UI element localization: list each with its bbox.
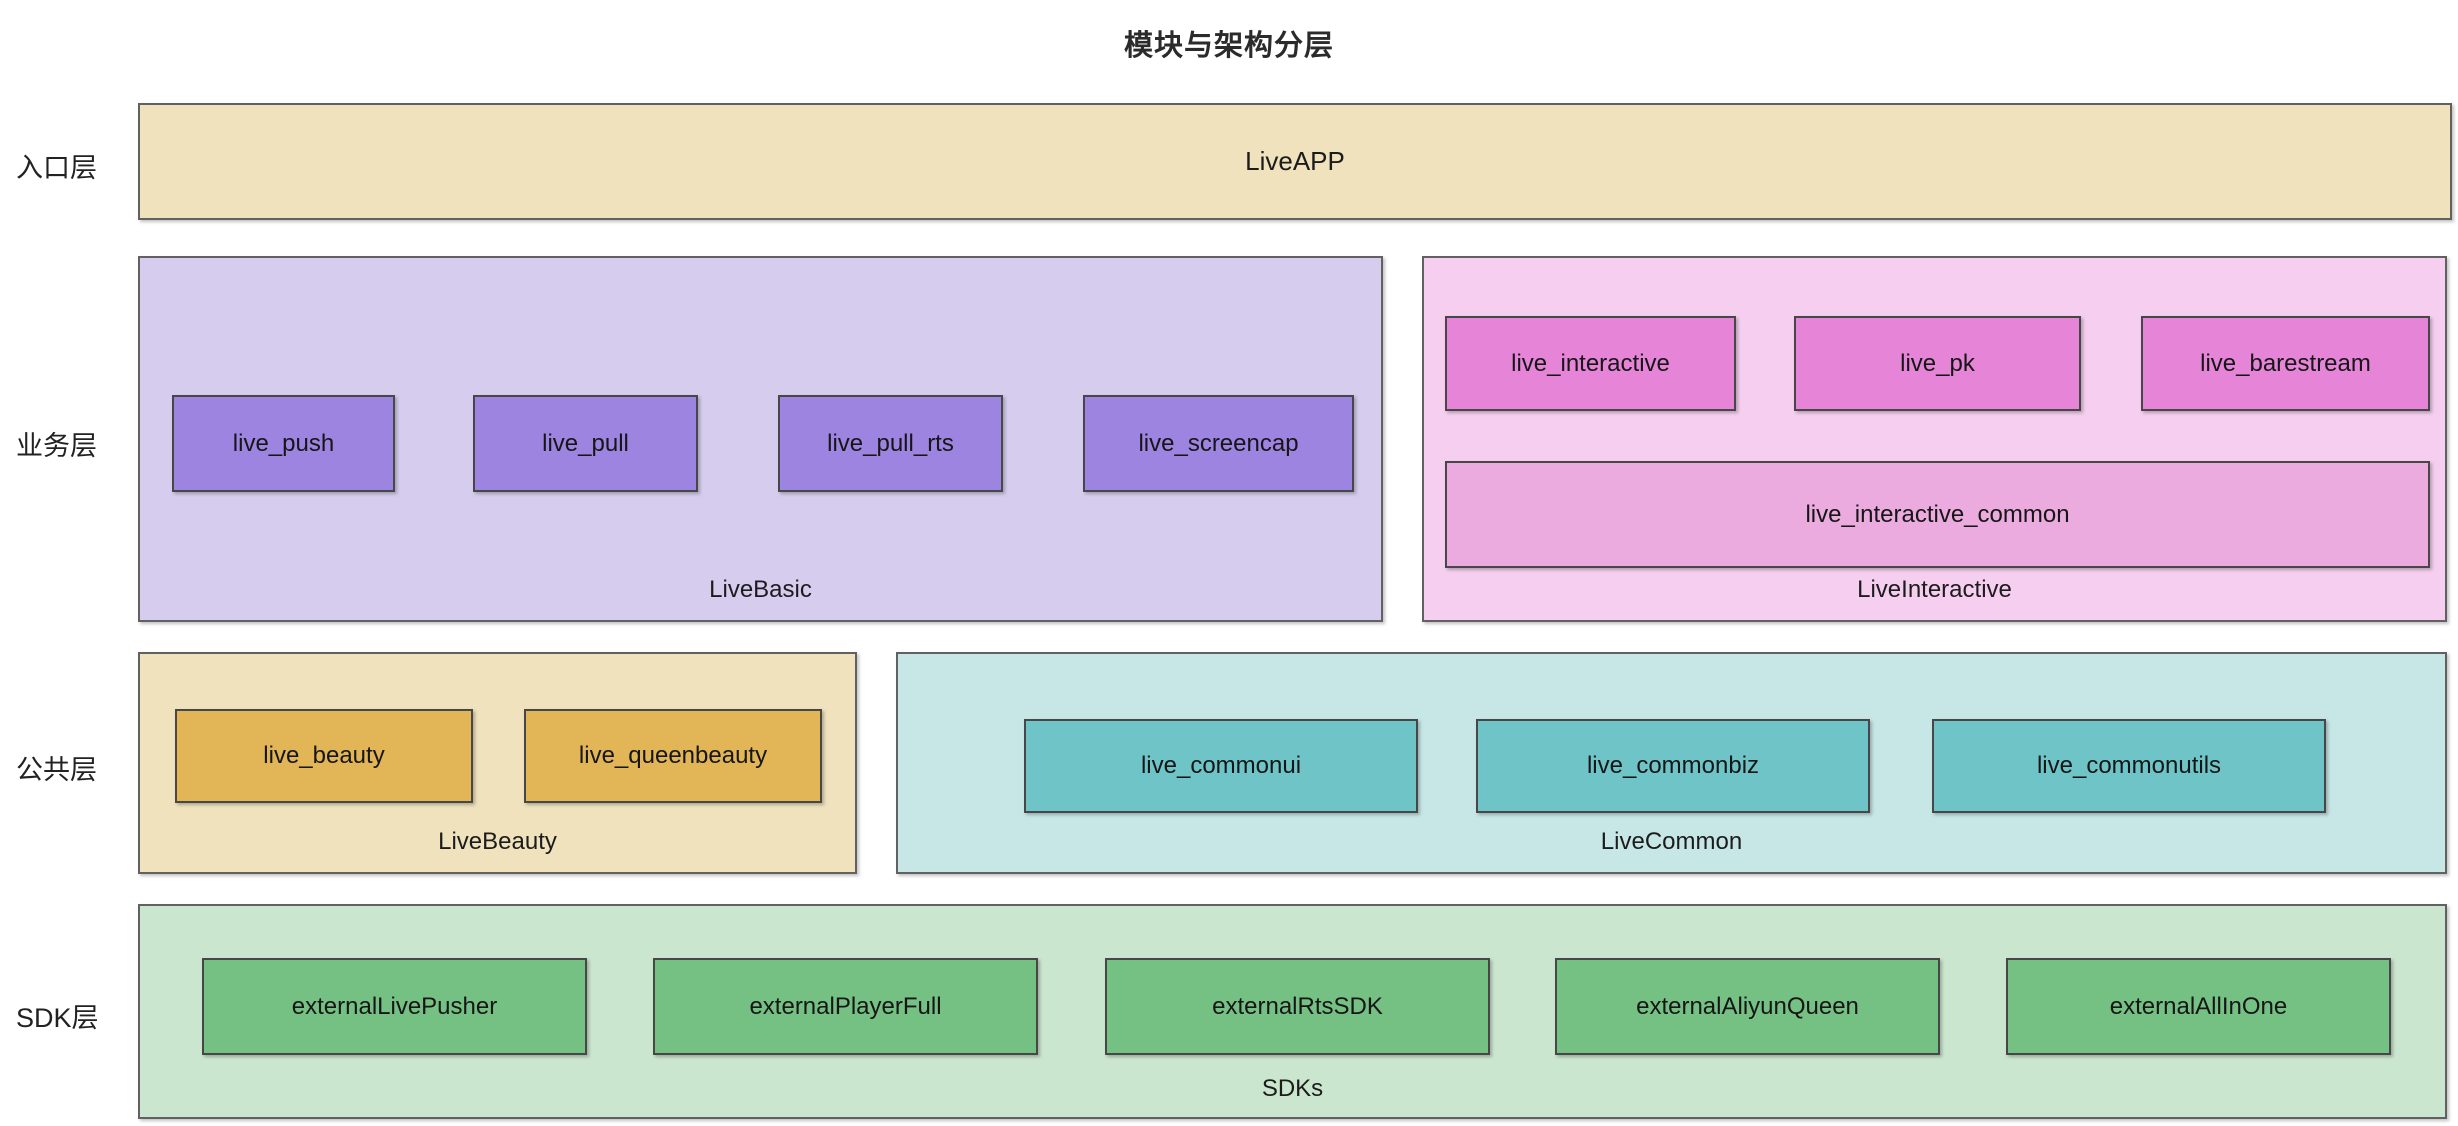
module-live_screencap: live_screencap (1083, 395, 1354, 492)
module-externalRtsSDK: externalRtsSDK (1105, 958, 1490, 1055)
module-live_interactive: live_interactive (1445, 316, 1736, 411)
diagram-title: 模块与架构分层 (1123, 30, 1334, 62)
layer-label-common: 公共层 (16, 755, 97, 785)
container-livebasic: live_push live_pull live_pull_rts live_s… (138, 256, 1383, 622)
module-live_commonui: live_commonui (1024, 719, 1418, 813)
module-externalLivePusher: externalLivePusher (202, 958, 587, 1055)
container-liveinteractive-label: LiveInteractive (1857, 576, 2012, 603)
container-liveapp: LiveAPP (138, 103, 2452, 220)
module-externalPlayerFull: externalPlayerFull (653, 958, 1038, 1055)
container-livecommon: live_commonui live_commonbiz live_common… (896, 652, 2447, 874)
module-externalAllInOne: externalAllInOne (2006, 958, 2391, 1055)
container-livecommon-label: LiveCommon (1600, 828, 1743, 855)
module-live_pull: live_pull (473, 395, 698, 492)
module-live_barestream: live_barestream (2141, 316, 2430, 411)
module-live_interactive_common: live_interactive_common (1445, 461, 2430, 568)
container-sdks: externalLivePusher externalPlayerFull ex… (138, 904, 2447, 1119)
module-live_push: live_push (172, 395, 395, 492)
module-live_commonbiz: live_commonbiz (1476, 719, 1870, 813)
container-livebeauty-label: LiveBeauty (438, 828, 557, 855)
container-liveapp-label: LiveAPP (1245, 146, 1345, 176)
module-live_queenbeauty: live_queenbeauty (524, 709, 822, 803)
module-live_pull_rts: live_pull_rts (778, 395, 1003, 492)
container-sdks-label: SDKs (1261, 1075, 1324, 1102)
module-live_commonutils: live_commonutils (1932, 719, 2326, 813)
module-externalAliyunQueen: externalAliyunQueen (1555, 958, 1940, 1055)
layer-label-sdk: SDK层 (16, 1003, 99, 1033)
module-live_pk: live_pk (1794, 316, 2081, 411)
container-livebeauty: live_beauty live_queenbeauty LiveBeauty (138, 652, 857, 874)
module-live_beauty: live_beauty (175, 709, 473, 803)
layer-label-entry: 入口层 (16, 153, 97, 183)
container-livebasic-label: LiveBasic (709, 576, 812, 603)
container-liveinteractive: live_interactive live_pk live_barestream… (1422, 256, 2447, 622)
layer-label-business: 业务层 (16, 431, 97, 461)
